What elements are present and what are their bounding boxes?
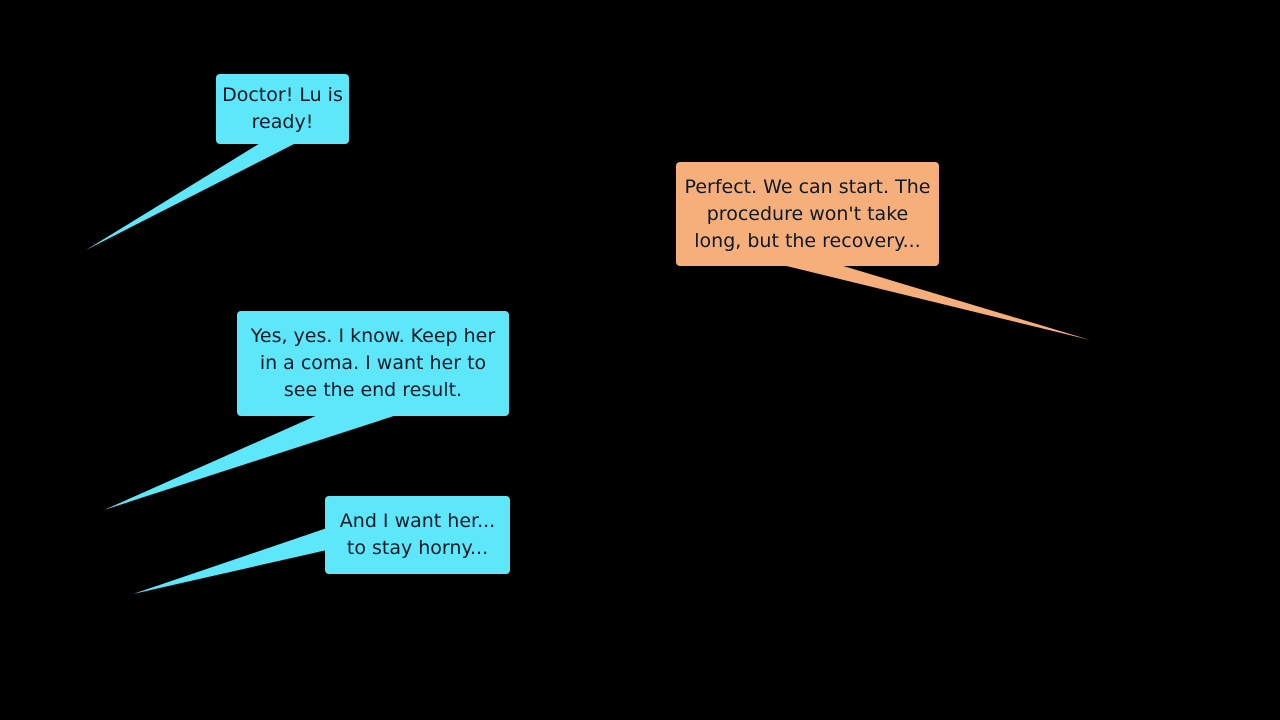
speech-tail-1 xyxy=(86,142,298,250)
dialogue-text-3: Yes, yes. I know. Keep her in a coma. I … xyxy=(250,325,496,401)
speech-bubble-2: Perfect. We can start. The procedure won… xyxy=(676,162,939,266)
speech-bubble-4: And I want her... to stay horny... xyxy=(325,496,510,574)
dialogue-text-1: Doctor! Lu is ready! xyxy=(222,84,343,133)
speech-tail-4 xyxy=(133,528,327,594)
dialogue-text-2: Perfect. We can start. The procedure won… xyxy=(684,175,931,252)
speech-bubble-1: Doctor! Lu is ready! xyxy=(216,74,349,144)
dialogue-text-4: And I want her... to stay horny... xyxy=(339,510,496,559)
speech-bubble-3: Yes, yes. I know. Keep her in a coma. I … xyxy=(237,311,509,416)
speech-tail-2 xyxy=(770,262,1090,340)
speech-tail-3 xyxy=(104,414,400,510)
